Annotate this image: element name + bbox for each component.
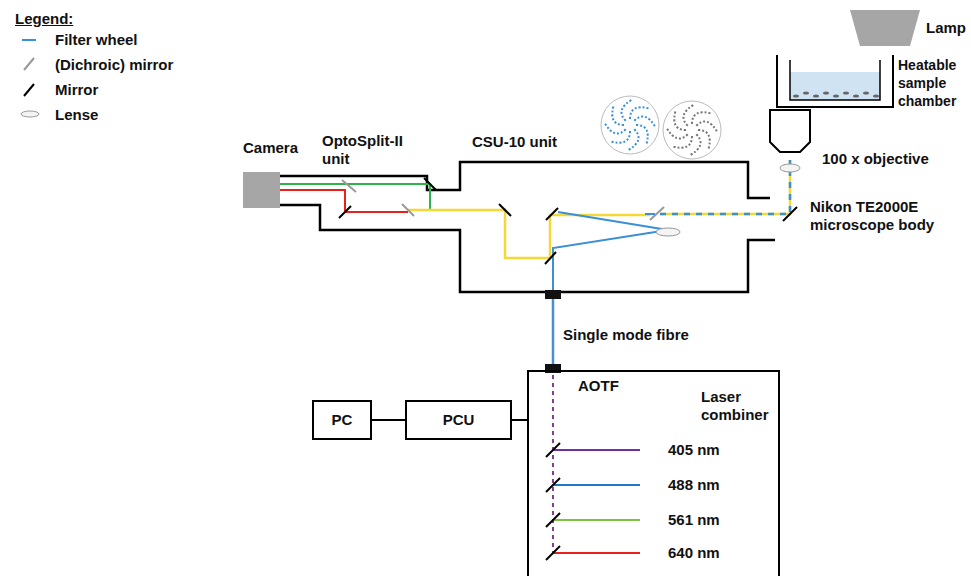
wavelength-label: 640 nm — [668, 544, 720, 562]
fibre-connector — [545, 290, 561, 299]
wheel-blade — [692, 112, 712, 124]
dichroic-mirror-sample — [24, 58, 34, 70]
cell — [873, 94, 879, 97]
laser-640 — [553, 552, 640, 554]
mirror — [339, 206, 351, 218]
chamber-tray — [777, 55, 893, 107]
cell — [803, 91, 809, 94]
excitation-path — [553, 212, 668, 292]
red-path — [280, 190, 408, 212]
filter-wheels — [601, 96, 721, 214]
wheel-blade — [698, 130, 710, 150]
mirror-sample — [24, 84, 34, 96]
mirror — [546, 513, 560, 527]
lens — [656, 228, 680, 236]
filter-wheel-sample — [22, 39, 36, 41]
mirror — [546, 478, 560, 492]
wheel-blade — [696, 121, 718, 133]
csu-10-unit: CSU-10 unit — [460, 162, 748, 292]
wheel-blade — [627, 129, 639, 151]
sample-chamber: Heatable sample chamber — [776, 52, 894, 108]
part-label: Nikon TE2000E microscope body — [810, 198, 950, 234]
wheel-blade — [666, 127, 688, 139]
cell — [793, 94, 799, 97]
chamber-medium — [790, 72, 880, 100]
filter-wheel — [601, 96, 659, 154]
connector — [372, 420, 405, 421]
cell — [823, 91, 829, 94]
wheel-blade — [683, 104, 695, 126]
cell — [813, 94, 819, 97]
wheel-blade — [612, 105, 624, 125]
mirror — [546, 443, 560, 457]
dichroic-mirror — [402, 204, 414, 216]
wheel-blade — [610, 131, 630, 143]
lens-sample — [21, 111, 39, 117]
shared-path-blue — [660, 160, 790, 214]
mirror — [545, 252, 556, 264]
cells — [793, 91, 879, 97]
wheel-blade — [621, 99, 633, 121]
objective — [770, 110, 810, 152]
wheel-blade — [604, 122, 626, 134]
wheel-blade — [636, 125, 648, 145]
chamber-insert — [790, 60, 880, 100]
legend-text: Mirror — [55, 81, 98, 99]
cell — [853, 94, 859, 97]
laser-405 — [553, 449, 640, 451]
optosplit-unit: OptoSplit-II unit — [320, 176, 460, 232]
cell — [833, 94, 839, 97]
green-path — [280, 184, 430, 210]
mirror — [499, 204, 511, 216]
legend-heading: Legend: — [15, 10, 73, 28]
legend-text: Lense — [55, 106, 98, 124]
part-label: AOTF — [578, 377, 619, 395]
beam — [645, 213, 655, 215]
part-label: 100 x objective — [822, 150, 929, 168]
mirror — [783, 207, 797, 221]
wavelength-label: 405 nm — [668, 441, 720, 459]
emission-path — [408, 210, 650, 258]
lamp: Lamp — [850, 10, 920, 46]
cell — [863, 91, 869, 94]
mirror — [546, 546, 560, 560]
node-label: PC — [314, 402, 370, 438]
legend-text: (Dichroic) mirror — [55, 56, 173, 74]
objective-lens — [780, 164, 800, 172]
node-label: OptoSplit-II unit — [322, 132, 422, 168]
pcu-box: PCU — [405, 400, 512, 440]
lamp-shape — [850, 10, 920, 46]
wheel-blade — [672, 136, 692, 148]
connector — [512, 420, 527, 421]
laser-combiner: Laser combiner — [527, 370, 780, 576]
wheel-blade — [674, 110, 686, 130]
node-label: Lamp — [926, 19, 971, 37]
camera: Camera — [243, 172, 280, 208]
laser-488 — [553, 484, 640, 486]
pc-box: PC — [312, 400, 372, 440]
shared-path-yellow — [660, 160, 790, 214]
filter-wheel — [663, 101, 721, 159]
wheel-blade — [630, 107, 650, 119]
connector — [553, 292, 554, 370]
wavelength-label: 488 nm — [668, 476, 720, 494]
wheel-blade — [634, 116, 656, 128]
edge-label: Single mode fibre — [563, 326, 689, 344]
combined-beam — [552, 375, 554, 553]
laser-561 — [553, 519, 640, 521]
wheel-blade — [689, 134, 701, 156]
mirror — [546, 208, 558, 220]
node-label: Heatable sample chamber — [898, 56, 968, 110]
legend-text: Filter wheel — [55, 31, 138, 49]
node-label: Camera — [243, 139, 323, 157]
dichroic-mirror — [342, 180, 356, 192]
node-label: Laser combiner — [701, 388, 777, 424]
cell — [843, 91, 849, 94]
node-label: CSU-10 unit — [472, 133, 622, 151]
wavelength-label: 561 nm — [668, 511, 720, 529]
mirror — [424, 178, 436, 190]
node-label: PCU — [407, 402, 510, 438]
housing-outline — [280, 162, 775, 292]
